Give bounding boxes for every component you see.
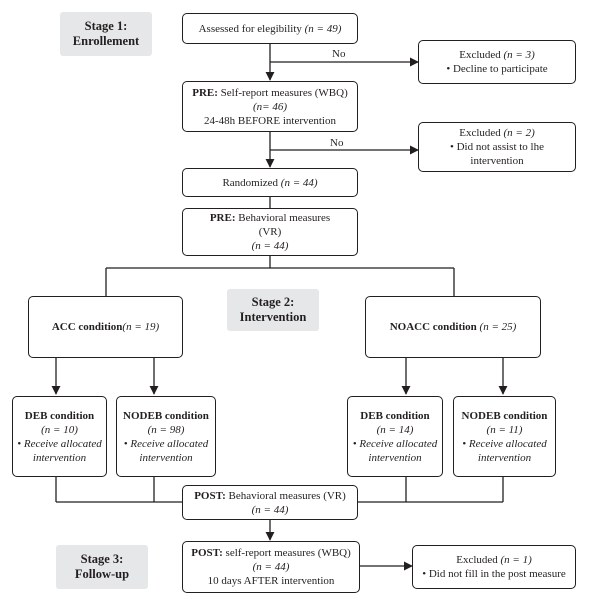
stage-1-title: Stage 1:: [84, 19, 128, 33]
acc-title: ACC condition: [51, 321, 123, 333]
deb-1-title: DEB condition: [24, 409, 95, 422]
excluded-1-n: (n = 3): [503, 49, 535, 61]
excluded-box-3: Excluded (n = 1) • Did not fill in the p…: [412, 545, 576, 589]
deb-1-line-2: intervention: [32, 451, 87, 464]
excluded-1-title: Excluded: [459, 49, 501, 61]
stage-1-name: Enrollement: [72, 34, 140, 48]
excluded-2-n: (n = 2): [503, 127, 535, 139]
nodeb-2-n: (n = 11): [486, 423, 523, 436]
excluded-box-2: Excluded (n = 2) • Did not assist to lhe…: [418, 122, 576, 172]
pre-self-report-box: PRE: Self-report measures (WBQ) (n= 46) …: [182, 81, 358, 132]
acc-n: (n = 19): [122, 321, 160, 333]
nodeb-condition-box-2: NODEB condition (n = 11) • Receive alloc…: [453, 396, 556, 477]
assessed-n: (n = 49): [304, 22, 342, 35]
post-beh-heading: POST: Behavioral measures (VR): [194, 489, 346, 503]
pre-beh-sub: (VR): [258, 226, 282, 238]
excluded-box-1: Excluded (n = 3) • Decline to participat…: [418, 40, 576, 84]
pre-behavioral-box: PRE: Behavioral measures (VR) (n = 44): [182, 208, 358, 256]
stage-2-name: Intervention: [239, 310, 307, 324]
nodeb-1-line-1: • Receive allocated: [123, 437, 209, 450]
noacc-n: (n = 25): [479, 321, 517, 333]
stage-3-name: Follow-up: [74, 567, 130, 581]
nodeb-2-line-2: intervention: [477, 451, 532, 464]
pre-beh-text: Behavioral measures: [235, 212, 331, 224]
pre-self-text: Self-report measures (WBQ): [217, 86, 348, 99]
stage-1-label: Stage 1: Enrollement: [60, 12, 152, 56]
excluded-1-heading: Excluded (n = 3): [459, 48, 535, 62]
nodeb-1-title: NODEB condition: [123, 409, 209, 422]
deb-2-line-2: intervention: [368, 451, 422, 464]
post-self-timing: 10 days AFTER intervention: [207, 575, 335, 587]
randomized-line: Randomized (n = 44): [222, 176, 317, 190]
noacc-line: NOACC condition (n = 25): [390, 320, 517, 334]
pre-self-timing: 24-48h BEFORE intervention: [204, 114, 336, 127]
excluded-2-reason-1: • Did not assist to lhe: [450, 141, 544, 153]
deb-1-n: (n = 10): [41, 423, 78, 436]
randomized-box: Randomized (n = 44): [182, 168, 358, 197]
deb-2-n: (n = 14): [376, 423, 414, 436]
post-beh-bold: POST:: [194, 489, 226, 502]
post-self-text: self-report measures (WBQ): [222, 547, 351, 559]
post-self-n: (n = 44): [252, 561, 290, 573]
nodeb-1-line-2: intervention: [139, 451, 193, 464]
deb-1-line-1: • Receive allocated: [17, 437, 102, 450]
excluded-2-reason-2: intervention: [470, 155, 524, 167]
deb-2-title: DEB condition: [360, 409, 430, 422]
deb-2-line-1: • Receive allocated: [352, 437, 438, 450]
no-label-2: No: [330, 137, 344, 149]
acc-line: ACC condition(n = 19): [52, 320, 159, 334]
deb-condition-box-2: DEB condition (n = 14) • Receive allocat…: [347, 396, 443, 477]
excluded-3-heading: Excluded (n = 1): [456, 553, 532, 567]
pre-beh-heading: PRE: Behavioral measures: [210, 211, 330, 225]
nodeb-2-title: NODEB condition: [461, 409, 548, 422]
post-self-bold: POST:: [191, 547, 223, 559]
noacc-title: NOACC condition: [389, 321, 477, 333]
post-behavioral-box: POST: Behavioral measures (VR) (n = 44): [182, 485, 358, 520]
pre-self-heading: PRE: Self-report measures (WBQ): [192, 86, 348, 100]
pre-self-n: (n= 46): [253, 100, 287, 113]
pre-beh-bold: PRE:: [209, 212, 236, 224]
post-self-report-box: POST: self-report measures (WBQ) (n = 44…: [182, 541, 360, 593]
nodeb-condition-box-1: NODEB condition (n = 98) • Receive alloc…: [116, 396, 216, 477]
stage-2-label: Stage 2: Intervention: [227, 289, 319, 331]
stage-3-title: Stage 3:: [80, 552, 124, 566]
pre-self-bold: PRE:: [192, 86, 218, 99]
no-label-1: No: [332, 48, 346, 60]
assessed-line: Assessed for elegibility (n = 49): [199, 22, 342, 36]
nodeb-2-line-1: • Receive allocated: [462, 437, 547, 450]
deb-condition-box-1: DEB condition (n = 10) • Receive allocat…: [12, 396, 107, 477]
post-self-heading: POST: self-report measures (WBQ): [191, 546, 351, 560]
assessed-box: Assessed for elegibility (n = 49): [182, 13, 358, 44]
excluded-3-n: (n = 1): [500, 554, 532, 566]
stage-2-title: Stage 2:: [251, 295, 295, 309]
acc-condition-box: ACC condition(n = 19): [28, 296, 183, 358]
assessed-text: Assessed for elegibility: [198, 22, 302, 35]
stage-3-label: Stage 3: Follow-up: [56, 545, 148, 589]
excluded-3-title: Excluded: [456, 554, 498, 566]
excluded-3-reason: • Did not fill in the post measure: [422, 568, 566, 580]
excluded-1-reason: • Decline to participate: [446, 63, 548, 75]
randomized-n: (n = 44): [280, 176, 318, 189]
noacc-condition-box: NOACC condition (n = 25): [365, 296, 541, 358]
post-beh-n: (n = 44): [251, 503, 289, 516]
randomized-text: Randomized: [222, 176, 279, 189]
excluded-2-title: Excluded: [459, 127, 501, 139]
post-beh-text: Behavioral measures (VR): [225, 489, 346, 502]
nodeb-1-n: (n = 98): [147, 423, 185, 436]
excluded-2-heading: Excluded (n = 2): [459, 126, 535, 140]
pre-beh-n: (n = 44): [251, 240, 289, 252]
